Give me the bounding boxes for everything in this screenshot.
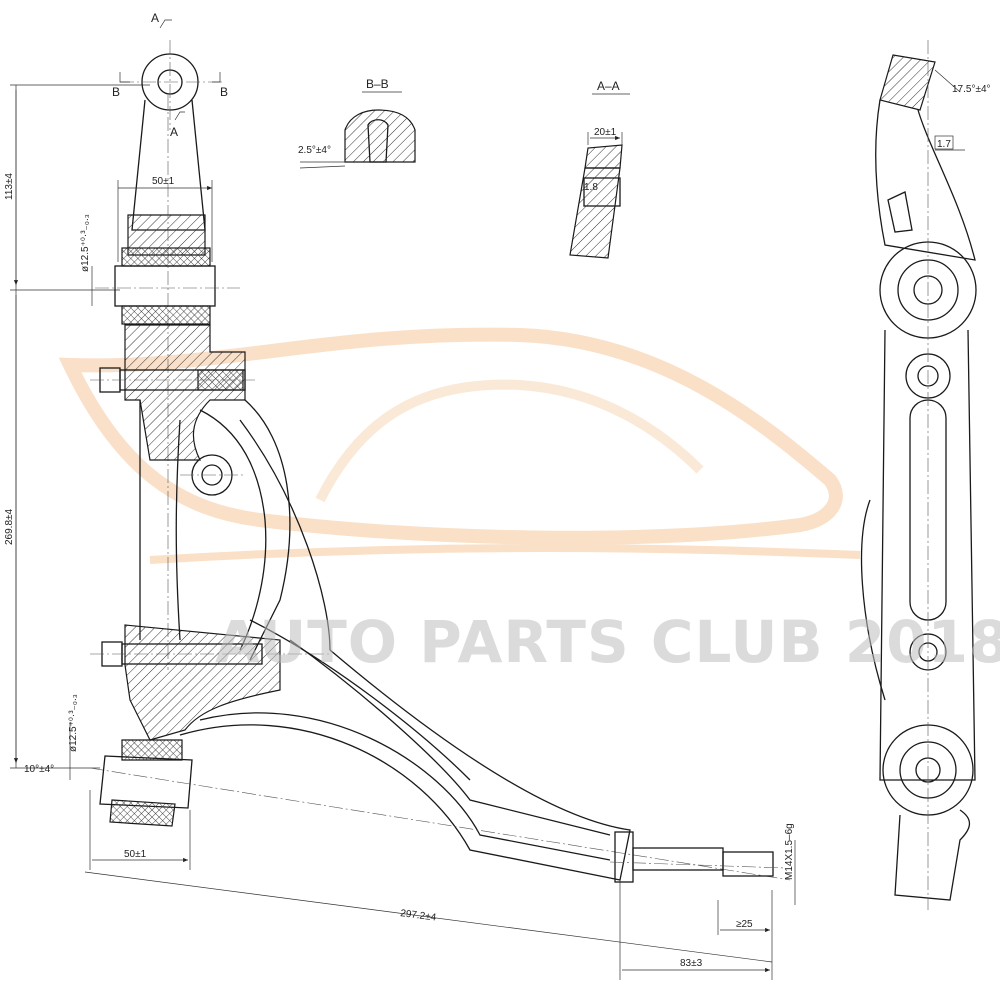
dim-aa-depth: 1.8 bbox=[584, 182, 598, 193]
ball-stud bbox=[609, 831, 786, 883]
dim-angle-bottom: 10°±4° bbox=[24, 764, 54, 775]
dim-stud-offset: 83±3 bbox=[680, 958, 703, 969]
lower-arm bbox=[89, 619, 791, 881]
lower-dimensions bbox=[84, 790, 796, 980]
knuckle-body bbox=[124, 324, 331, 661]
dim-height-top: 113±4 bbox=[4, 173, 15, 200]
dim-bushing-bottom-dia: ø12.5⁺⁰·³₋₀.₃ bbox=[68, 694, 79, 752]
lower-bushing bbox=[69, 722, 193, 827]
dim-height-main: 269.8±4 bbox=[4, 508, 15, 545]
upper-bolt bbox=[90, 367, 255, 393]
dim-side-offset: 1.7 bbox=[937, 139, 951, 150]
dim-bushing-top-dia: ø12.5⁺⁰·³₋₀.₃ bbox=[80, 214, 91, 272]
vertical-dimensions bbox=[10, 84, 150, 769]
section-aa bbox=[569, 93, 630, 259]
dim-stud-min: ≥25 bbox=[736, 919, 753, 930]
dim-bb-angle: 2.5°±4° bbox=[298, 145, 331, 156]
watermark-text: AUTO PARTS CLUB 2018 bbox=[215, 608, 1000, 676]
section-aa-title: A–A bbox=[597, 79, 620, 93]
watermark-car-logo bbox=[58, 327, 861, 564]
side-view bbox=[860, 40, 977, 910]
dim-thread: M14X1.5–6g bbox=[784, 823, 795, 880]
dim-bushing-bottom-width: 50±1 bbox=[124, 849, 147, 860]
section-mark-b-right: B bbox=[220, 85, 228, 99]
section-bb-title: B–B bbox=[366, 77, 389, 91]
section-mark-a-top: A bbox=[151, 11, 159, 25]
dim-aa-width: 20±1 bbox=[594, 127, 617, 138]
section-bb bbox=[299, 91, 416, 169]
section-mark-b-left: B bbox=[112, 85, 120, 99]
dim-overall-length: 297.2±4 bbox=[400, 908, 438, 924]
dim-side-angle: 17.5°±4° bbox=[952, 84, 991, 95]
dim-bushing-top-width: 50±1 bbox=[152, 176, 175, 187]
upper-link bbox=[127, 95, 206, 670]
upper-eye bbox=[119, 19, 225, 130]
section-mark-a-bottom: A bbox=[170, 125, 178, 139]
upper-bushing bbox=[91, 180, 240, 325]
lower-bolt bbox=[90, 624, 330, 741]
